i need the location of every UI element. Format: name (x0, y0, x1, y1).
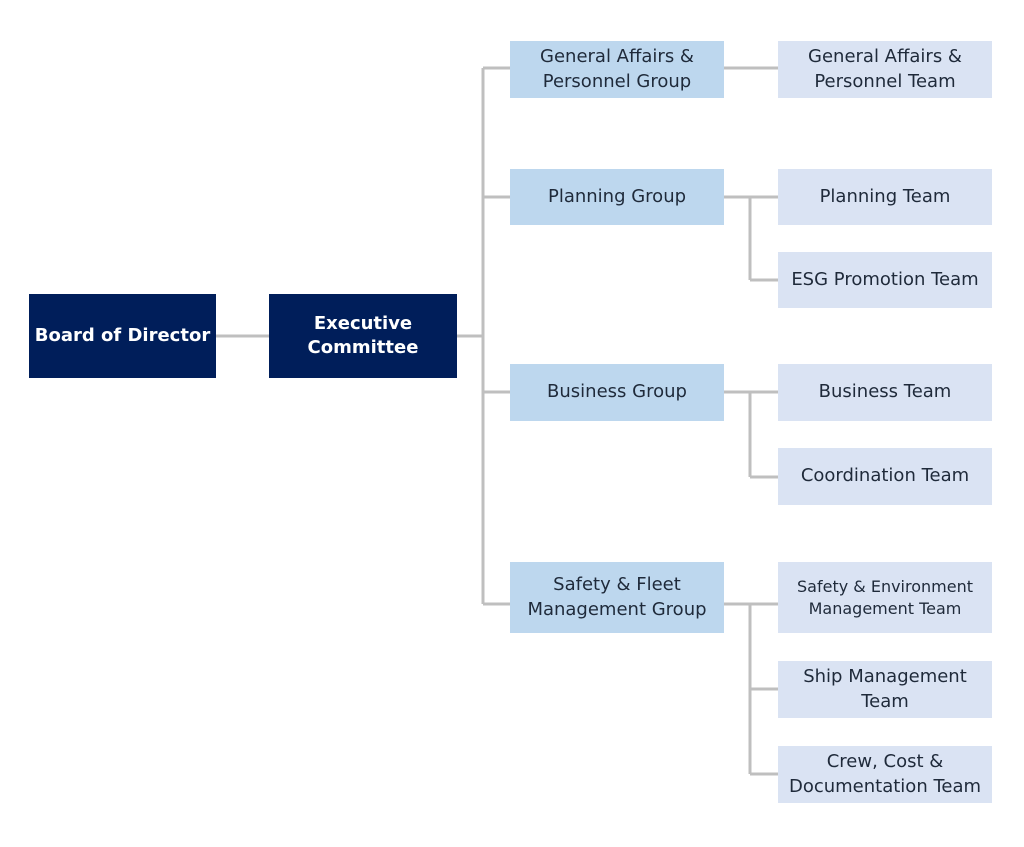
team-label: Safety & Environment Management Team (797, 576, 973, 618)
team-node-ship-management: Ship Management Team (778, 661, 992, 718)
team-node-planning: Planning Team (778, 169, 992, 225)
group-node-business: Business Group (510, 364, 724, 421)
team-label: ESG Promotion Team (791, 268, 979, 290)
group-label: General Affairs & Personnel Group (540, 46, 694, 92)
group-label: Safety & Fleet Management Group (527, 574, 707, 620)
team-label: Planning Team (819, 185, 951, 207)
team-label: Coordination Team (800, 465, 970, 487)
group-node-general-affairs: General Affairs & Personnel Group (510, 41, 724, 98)
team-node-safety-environment: Safety & Environment Management Team (778, 562, 992, 633)
team-node-business: Business Team (778, 364, 992, 421)
group-label: Business Group (547, 381, 687, 403)
team-node-general-affairs: General Affairs & Personnel Team (778, 41, 992, 98)
team-label: Crew, Cost & Documentation Team (788, 751, 982, 797)
team-label: Ship Management Team (803, 666, 967, 712)
board-of-director-node: Board of Director (29, 294, 216, 378)
team-label: General Affairs & Personnel Team (808, 46, 962, 92)
team-label: Business Team (818, 381, 952, 403)
team-node-coordination: Coordination Team (778, 448, 992, 505)
executive-committee-node: Executive Committee (269, 294, 457, 378)
group-node-planning: Planning Group (510, 169, 724, 225)
team-node-esg-promotion: ESG Promotion Team (778, 252, 992, 308)
team-node-crew-cost-documentation: Crew, Cost & Documentation Team (778, 746, 992, 803)
group-label: Planning Group (547, 185, 687, 207)
group-node-safety-fleet: Safety & Fleet Management Group (510, 562, 724, 633)
executive-committee-label: Executive Committee (307, 312, 419, 358)
board-of-director-label: Board of Director (34, 324, 211, 346)
